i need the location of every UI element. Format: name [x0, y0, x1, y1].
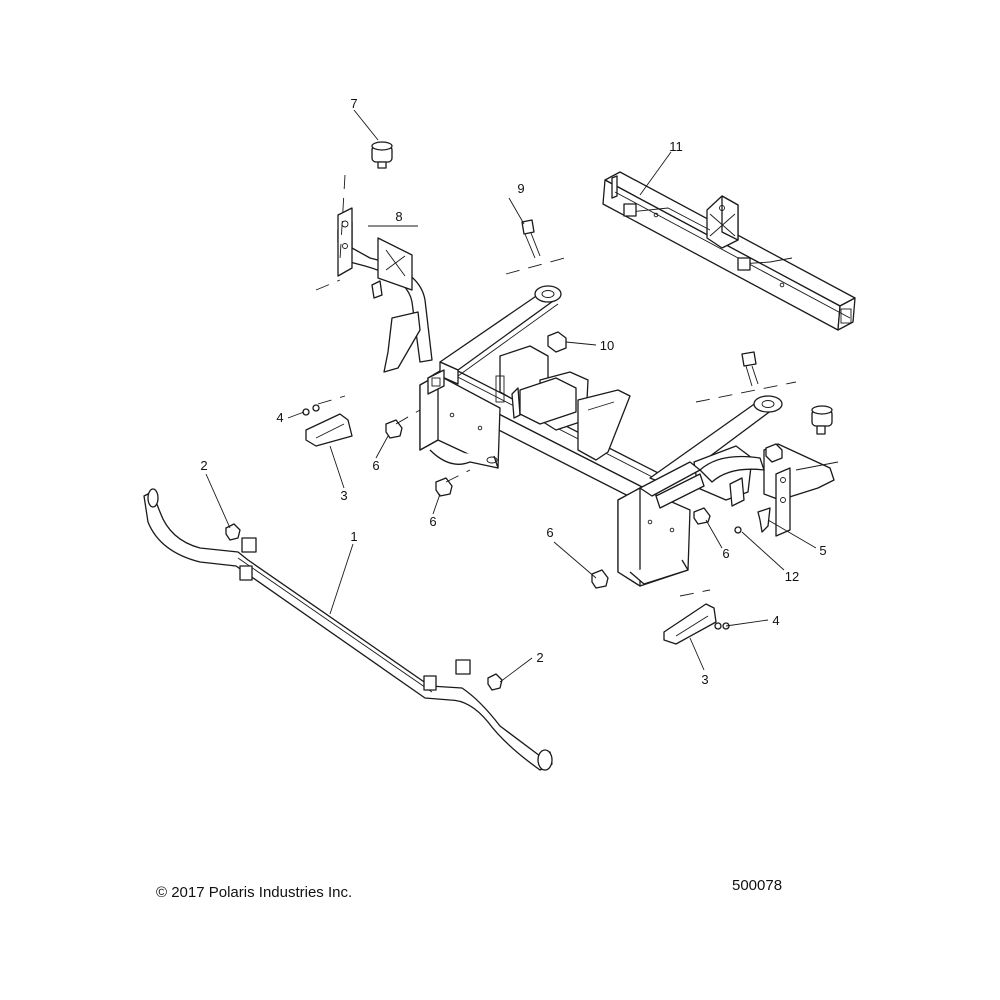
- callout-3-right: 3: [701, 672, 708, 687]
- part-10-nut: [547, 331, 567, 353]
- callout-12: 12: [785, 569, 799, 584]
- callout-numbers: 7 8 11 9 10 4 3 6 6 2 1 2 6 6 5 12 4 3: [200, 96, 826, 687]
- part-1-front-tube: [143, 488, 553, 771]
- part-11-cross-tube: [602, 171, 856, 331]
- callout-1: 1: [350, 529, 357, 544]
- part-9-bolt: [521, 219, 541, 259]
- callout-3-left: 3: [340, 488, 347, 503]
- callout-10: 10: [600, 338, 614, 353]
- bumper-right: [811, 405, 833, 435]
- figure-number: 500078: [732, 877, 783, 894]
- part-8-left-hoop: [337, 207, 433, 373]
- part-3-bracket-left: [305, 413, 353, 447]
- part-5-clip: [757, 507, 771, 533]
- callout-8: 8: [395, 209, 402, 224]
- bolt-right: [741, 351, 759, 387]
- part-7-bumper: [371, 141, 393, 169]
- part-2-bolts: [225, 523, 503, 691]
- callout-2-right: 2: [536, 650, 543, 665]
- callout-6-left-top: 6: [372, 458, 379, 473]
- assembly-dash-lines: [315, 174, 797, 597]
- part-3-bracket-right: [663, 603, 717, 645]
- callout-4-left: 4: [276, 410, 283, 425]
- callout-2-left: 2: [200, 458, 207, 473]
- leader-lines: [205, 109, 817, 683]
- nut-right: [765, 443, 783, 463]
- callout-4-right: 4: [772, 613, 779, 628]
- main-frame: [419, 285, 839, 587]
- callout-5: 5: [819, 543, 826, 558]
- callout-6-left-bottom: 6: [429, 514, 436, 529]
- copyright-notice: © 2017 Polaris Industries Inc.: [156, 884, 353, 901]
- callout-11: 11: [669, 139, 683, 154]
- part-12-screw: [734, 526, 742, 534]
- callout-6-right: 6: [722, 546, 729, 561]
- callout-9: 9: [517, 181, 524, 196]
- callout-6-center: 6: [546, 525, 553, 540]
- callout-7: 7: [350, 96, 357, 111]
